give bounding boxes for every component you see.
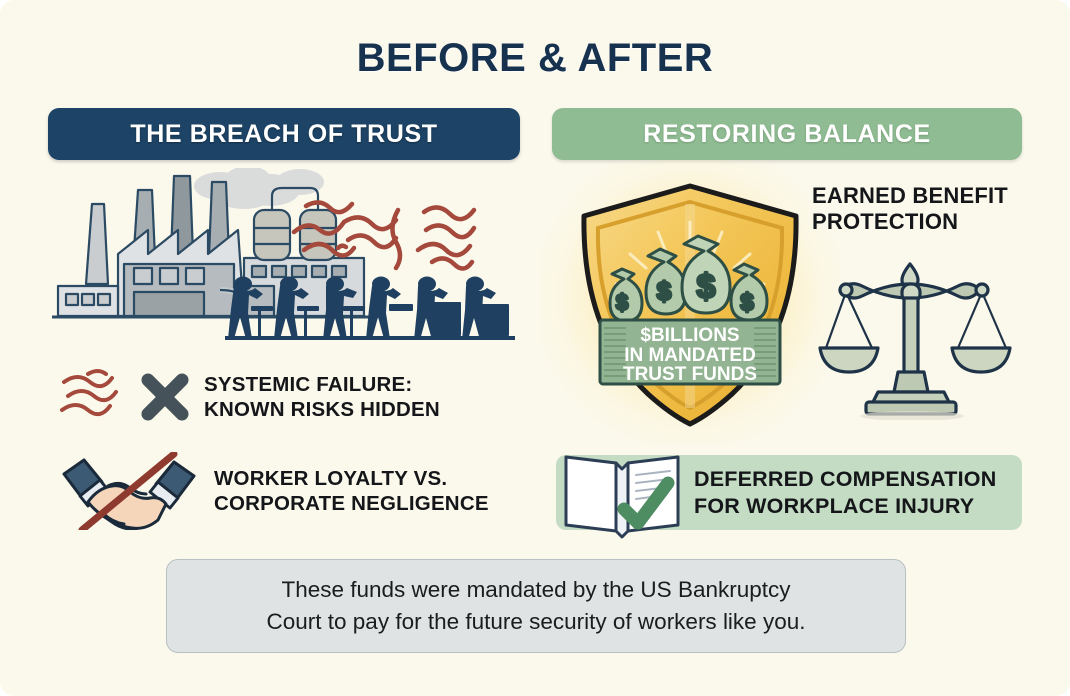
worker-silhouette: [274, 276, 319, 339]
worker-silhouettes: [225, 276, 515, 340]
list-item-deferred-compensation-text: DEFERRED COMPENSATION FOR WORKPLACE INJU…: [694, 466, 996, 518]
banner-breach-of-trust: THE BREACH OF TRUST: [48, 108, 520, 160]
shield-label-line-2: IN MANDATED: [624, 345, 756, 366]
check-icon: [617, 476, 675, 529]
footnote-line-2: Court to pay for the future security of …: [266, 609, 806, 634]
worker-silhouette: [462, 276, 509, 340]
money-bag-icon: $: [644, 247, 688, 316]
list-item-line-2: KNOWN RISKS HIDDEN: [204, 398, 440, 421]
shield-label-line-1: $BILLIONS: [640, 325, 739, 346]
money-bag-icon: $: [680, 234, 732, 315]
list-item-earned-benefit: EARNED BENEFIT PROTECTION: [812, 183, 1008, 236]
money-bag-icon: $: [608, 267, 644, 323]
list-item-systemic-failure-text: SYSTEMIC FAILURE: KNOWN RISKS HIDDEN: [204, 372, 440, 422]
shield-icon: $ $ $ $: [581, 183, 799, 427]
svg-text:$: $: [616, 290, 628, 315]
svg-text:$: $: [740, 289, 754, 316]
page-title: BEFORE & AFTER: [356, 36, 714, 80]
list-item-deferred-compensation: DEFERRED COMPENSATION FOR WORKPLACE INJU…: [556, 455, 1022, 538]
scales-of-justice-icon: [818, 262, 1012, 420]
worker-silhouette: [228, 276, 273, 339]
list-item-line-2: FOR WORKPLACE INJURY: [694, 493, 975, 518]
open-book-check-icon: [564, 455, 680, 538]
cash-stack-label: $BILLIONS IN MANDATED TRUST FUNDS: [598, 318, 782, 386]
x-mark-icon: [141, 373, 189, 421]
svg-text:$: $: [657, 276, 672, 306]
list-item-line-2: PROTECTION: [812, 209, 959, 235]
list-item-line-2: CORPORATE NEGLIGENCE: [214, 492, 489, 515]
list-item-earned-benefit-text: EARNED BENEFIT PROTECTION: [812, 183, 1008, 236]
list-item-line-1: SYSTEMIC FAILURE:: [204, 373, 413, 396]
worker-silhouette: [366, 276, 413, 339]
list-item-line-1: DEFERRED COMPENSATION: [694, 467, 997, 492]
worker-silhouette: [323, 276, 365, 340]
list-item-worker-loyalty-text: WORKER LOYALTY VS. CORPORATE NEGLIGENCE: [214, 466, 489, 516]
shield-label-line-3: TRUST FUNDS: [623, 364, 757, 385]
list-item-line-1: WORKER LOYALTY VS.: [214, 467, 448, 490]
toxic-fumes-squiggles-icon: [291, 200, 477, 271]
banner-left-label: THE BREACH OF TRUST: [130, 119, 438, 148]
broken-handshake-icon: [62, 452, 196, 530]
list-item-line-1: EARNED BENEFIT: [812, 183, 1008, 208]
toxic-fumes-squiggles-icon: [60, 369, 118, 417]
banner-restoring-balance: RESTORING BALANCE: [552, 108, 1022, 160]
worker-silhouette: [414, 276, 461, 340]
list-item-systemic-failure: SYSTEMIC FAILURE: KNOWN RISKS HIDDEN: [58, 368, 440, 426]
svg-text:$: $: [697, 268, 716, 306]
footnote-box: These funds were mandated by the US Bank…: [166, 559, 906, 653]
footnote-line-1: These funds were mandated by the US Bank…: [281, 577, 791, 603]
factory-workers-illustration: [52, 168, 378, 319]
footnote-text: These funds were mandated by the US Bank…: [267, 574, 806, 638]
list-item-worker-loyalty: WORKER LOYALTY VS. CORPORATE NEGLIGENCE: [58, 452, 489, 530]
banner-right-label: RESTORING BALANCE: [643, 119, 931, 148]
